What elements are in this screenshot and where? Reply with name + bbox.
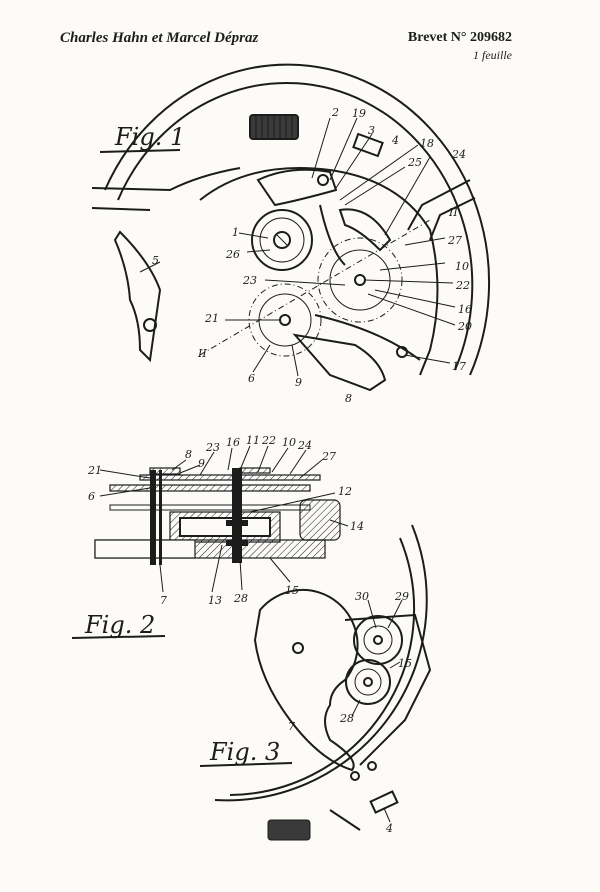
label2-7: 7	[160, 594, 167, 607]
barrel-14	[299, 499, 341, 541]
label2-14: 14	[350, 520, 364, 533]
label2-12: 12	[338, 485, 352, 498]
lug-left	[91, 167, 241, 192]
label-18: 18	[420, 137, 434, 150]
plate-upper	[139, 474, 321, 481]
wheel-22	[317, 237, 403, 323]
label2-11: 11	[246, 434, 260, 447]
label2-21: 21	[87, 464, 102, 477]
figure-2: 21 6 8 9 23 16 11 22 10 24 27 12 14 15 2…	[71, 434, 364, 639]
label2-10: 10	[282, 436, 296, 449]
lever-2	[256, 168, 338, 207]
label2-13: 13	[208, 594, 222, 607]
label-25: 25	[407, 156, 422, 169]
label2-6: 6	[88, 490, 95, 503]
label3-7: 7	[288, 720, 295, 733]
label-22: 22	[455, 279, 470, 292]
label3-29: 29	[394, 590, 409, 603]
case-ring-fig3-inner	[229, 537, 416, 796]
case-ring-outer	[104, 63, 491, 376]
label-27: 27	[447, 234, 462, 247]
crown-fig3	[267, 819, 311, 841]
bridge-15	[344, 613, 432, 766]
label-17: 17	[452, 360, 466, 373]
arbor-7	[150, 470, 156, 565]
label2-8: 8	[185, 448, 192, 461]
wheel-6	[248, 283, 322, 357]
lug-right-2	[429, 197, 476, 241]
lever-8	[292, 333, 387, 392]
wheel-29	[353, 615, 403, 665]
label3-4: 4	[385, 822, 393, 835]
label-24: 24	[451, 148, 466, 161]
arbor-11	[232, 468, 242, 563]
label2-23: 23	[205, 441, 220, 454]
label2-9: 9	[198, 457, 205, 470]
label-16: 16	[458, 303, 472, 316]
figure-1: 2 19 3 4 18 25 24 II 27 10 22 16 20 17 1…	[91, 63, 491, 405]
case-ring-fig3-outer	[214, 524, 428, 802]
wheel-1	[251, 209, 313, 271]
lug-right	[407, 179, 471, 231]
pushpiece-4	[352, 132, 384, 158]
crown-knurl	[255, 116, 293, 138]
label2-22: 22	[261, 434, 276, 447]
label-1: 1	[232, 226, 239, 239]
label-6: 6	[248, 372, 255, 385]
label-19: 19	[352, 107, 366, 120]
wheel-28	[345, 659, 391, 705]
label-sec-ii-right: II	[448, 206, 458, 219]
label-23: 23	[242, 274, 257, 287]
fig2-caption: Fig. 2	[84, 611, 155, 639]
label2-24: 24	[297, 439, 312, 452]
label2-28: 28	[233, 592, 248, 605]
label-10: 10	[455, 260, 469, 273]
label-20: 20	[457, 320, 472, 333]
label-9: 9	[295, 376, 302, 389]
label-21: 21	[204, 312, 219, 325]
bridge-5	[113, 230, 162, 363]
lug-left-lower	[91, 207, 151, 211]
label-8: 8	[345, 392, 352, 405]
label-5: 5	[152, 254, 159, 267]
figure-3: 30 29 15 28 7 4 Fig. 3	[199, 524, 432, 841]
label2-16: 16	[226, 436, 240, 449]
label2-27: 27	[321, 450, 336, 463]
fig2-leader-lines	[99, 445, 349, 593]
label-3: 3	[368, 124, 375, 137]
label3-15: 15	[398, 657, 412, 670]
fig3-caption: Fig. 3	[209, 738, 280, 766]
plate-top	[109, 484, 311, 492]
label-sec-ii-left: II	[197, 347, 207, 360]
patent-number: Brevet N° 209682	[407, 30, 512, 45]
fig1-leader-lines	[139, 117, 456, 377]
sheet-count: 1 feuille	[473, 48, 512, 62]
label3-28: 28	[339, 712, 354, 725]
label-26: 26	[225, 248, 240, 261]
label-4: 4	[391, 134, 399, 147]
lever-24	[338, 208, 392, 252]
section-line	[199, 219, 431, 356]
wheel-7	[253, 588, 359, 772]
inventors-header: Charles Hahn et Marcel Dépraz	[60, 30, 259, 46]
patent-header: Brevet N° 209682 1 feuille	[408, 30, 512, 63]
main-plate	[199, 167, 439, 376]
label-2: 2	[331, 106, 339, 119]
case-ring-inner	[117, 82, 474, 371]
fig1-caption: Fig. 1	[114, 123, 185, 151]
label3-30: 30	[355, 590, 369, 603]
fig3-leader-lines	[351, 599, 403, 823]
